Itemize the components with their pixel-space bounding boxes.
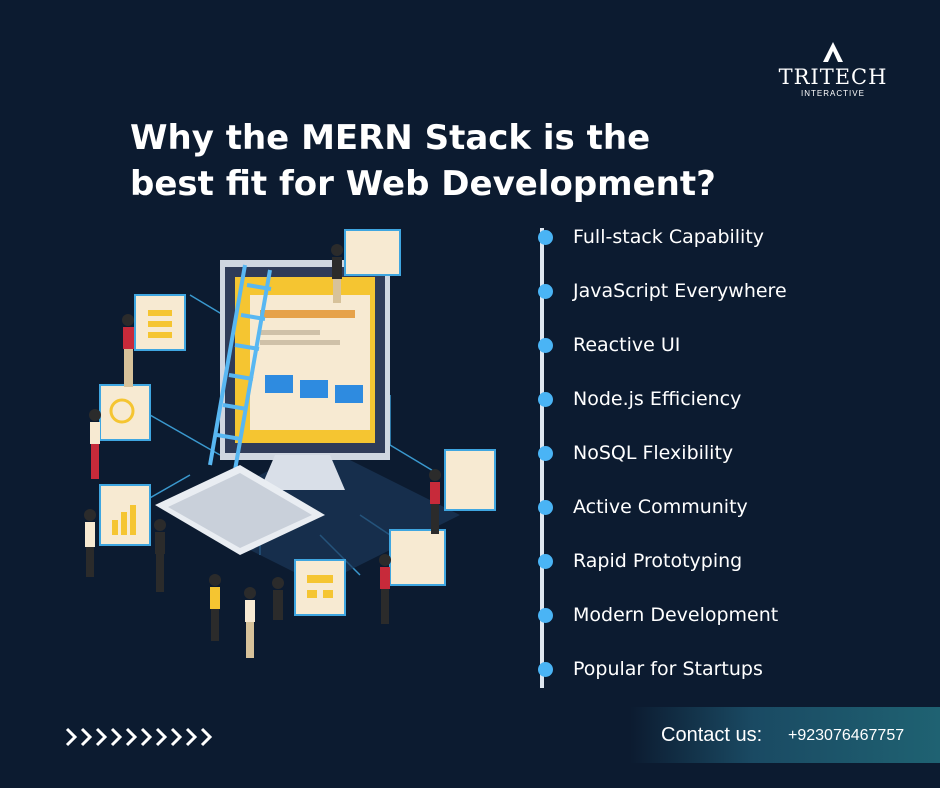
- benefit-label: Node.js Efficiency: [573, 388, 742, 410]
- computer-isometric-illustration: [84, 229, 496, 658]
- bullet-dot-icon: [538, 662, 553, 677]
- bullet-dot-icon: [538, 554, 553, 569]
- benefit-label: JavaScript Everywhere: [573, 280, 787, 302]
- bullet-dot-icon: [538, 446, 553, 461]
- title-line-2: best fit for Web Development?: [130, 164, 716, 204]
- brand-logo: TRITECH INTERACTIVE: [778, 40, 888, 104]
- page-title: Why the MERN Stack is the best fit for W…: [130, 115, 830, 207]
- contact-label: Contact us:: [661, 724, 763, 746]
- chevron-arrows-icon: [65, 727, 213, 747]
- bullet-dot-icon: [538, 230, 553, 245]
- benefit-label: Active Community: [573, 496, 748, 518]
- triangle-logo-icon: [823, 42, 843, 62]
- title-line-1: Why the MERN Stack is the: [130, 118, 651, 158]
- contact-phone[interactable]: +923076467757: [788, 727, 905, 744]
- bullet-dot-icon: [538, 338, 553, 353]
- bullet-dot-icon: [538, 284, 553, 299]
- bullet-dot-icon: [538, 392, 553, 407]
- bullet-dot-icon: [538, 500, 553, 515]
- benefit-label: Modern Development: [573, 604, 779, 626]
- benefit-label: Popular for Startups: [573, 658, 763, 680]
- benefit-label: Full-stack Capability: [573, 226, 765, 248]
- contact-bar: Contact us: +923076467757: [630, 707, 940, 763]
- benefit-label: Rapid Prototyping: [573, 550, 743, 572]
- benefit-label: NoSQL Flexibility: [573, 442, 734, 464]
- benefit-label: Reactive UI: [573, 334, 681, 356]
- bullet-dot-icon: [538, 608, 553, 623]
- brand-tagline: INTERACTIVE: [801, 89, 865, 98]
- brand-name: TRITECH: [778, 65, 888, 89]
